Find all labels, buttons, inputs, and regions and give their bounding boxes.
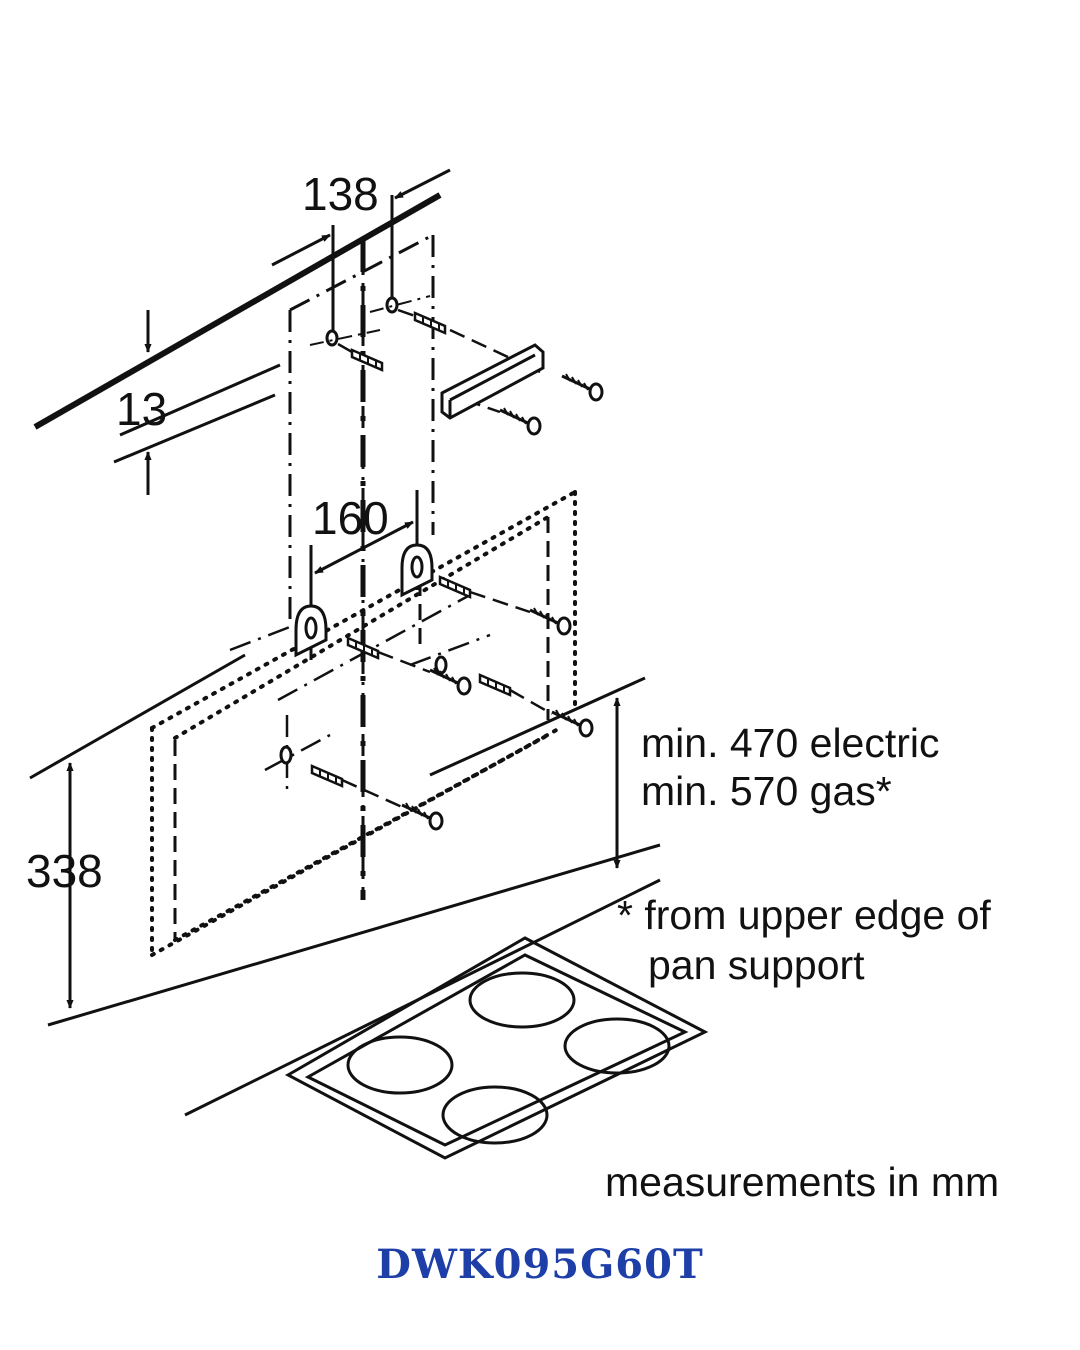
dimension-13 — [113, 310, 281, 495]
burner-back — [468, 971, 576, 1029]
units-note: measurements in mm — [605, 1159, 999, 1205]
footnote-line2: pan support — [648, 942, 865, 988]
dimension-160-label: 160 — [312, 492, 389, 544]
ceiling-line — [33, 192, 442, 430]
upper-screw-2 — [498, 406, 542, 436]
min-gas-label: min. 570 gas* — [641, 768, 892, 814]
lower-bracket-right — [400, 543, 434, 598]
mounting-bracket — [440, 343, 545, 420]
hood-outline-dotted — [150, 490, 577, 957]
upper-dowel-right — [413, 311, 447, 335]
lower-screw-3 — [550, 708, 594, 738]
upper-dowel-left — [350, 348, 384, 372]
dimension-138 — [271, 168, 451, 330]
dimension-13-label: 13 — [116, 383, 167, 435]
burner-left — [346, 1035, 454, 1095]
lower-screw-1 — [528, 606, 572, 636]
hood-bottom-lines — [29, 653, 661, 1027]
lower-screw-4 — [400, 801, 444, 831]
hood-centerlines — [229, 593, 491, 790]
lower-dowel-4 — [310, 764, 344, 788]
upper-hole-right — [385, 296, 399, 314]
dimension-338-label: 338 — [26, 845, 103, 897]
lower-hole-left — [279, 745, 293, 765]
lower-dowel-1 — [438, 575, 472, 599]
lower-screw-2 — [428, 666, 472, 696]
burner-front — [441, 1085, 549, 1145]
min-electric-label: min. 470 electric — [641, 720, 940, 766]
footnote-line1: * from upper edge of — [617, 892, 991, 938]
lower-bracket-left — [294, 604, 328, 658]
upper-hole-left — [325, 329, 339, 347]
cooktop — [184, 878, 709, 1160]
model-number: DWK095G60T — [376, 1241, 703, 1288]
upper-screw-1 — [560, 372, 604, 402]
upper-hole-guides — [309, 295, 431, 346]
burner-right — [563, 1017, 671, 1075]
lower-dowel-3 — [478, 673, 512, 697]
lower-hole-center — [434, 655, 448, 675]
dimension-138-label: 138 — [302, 168, 379, 220]
